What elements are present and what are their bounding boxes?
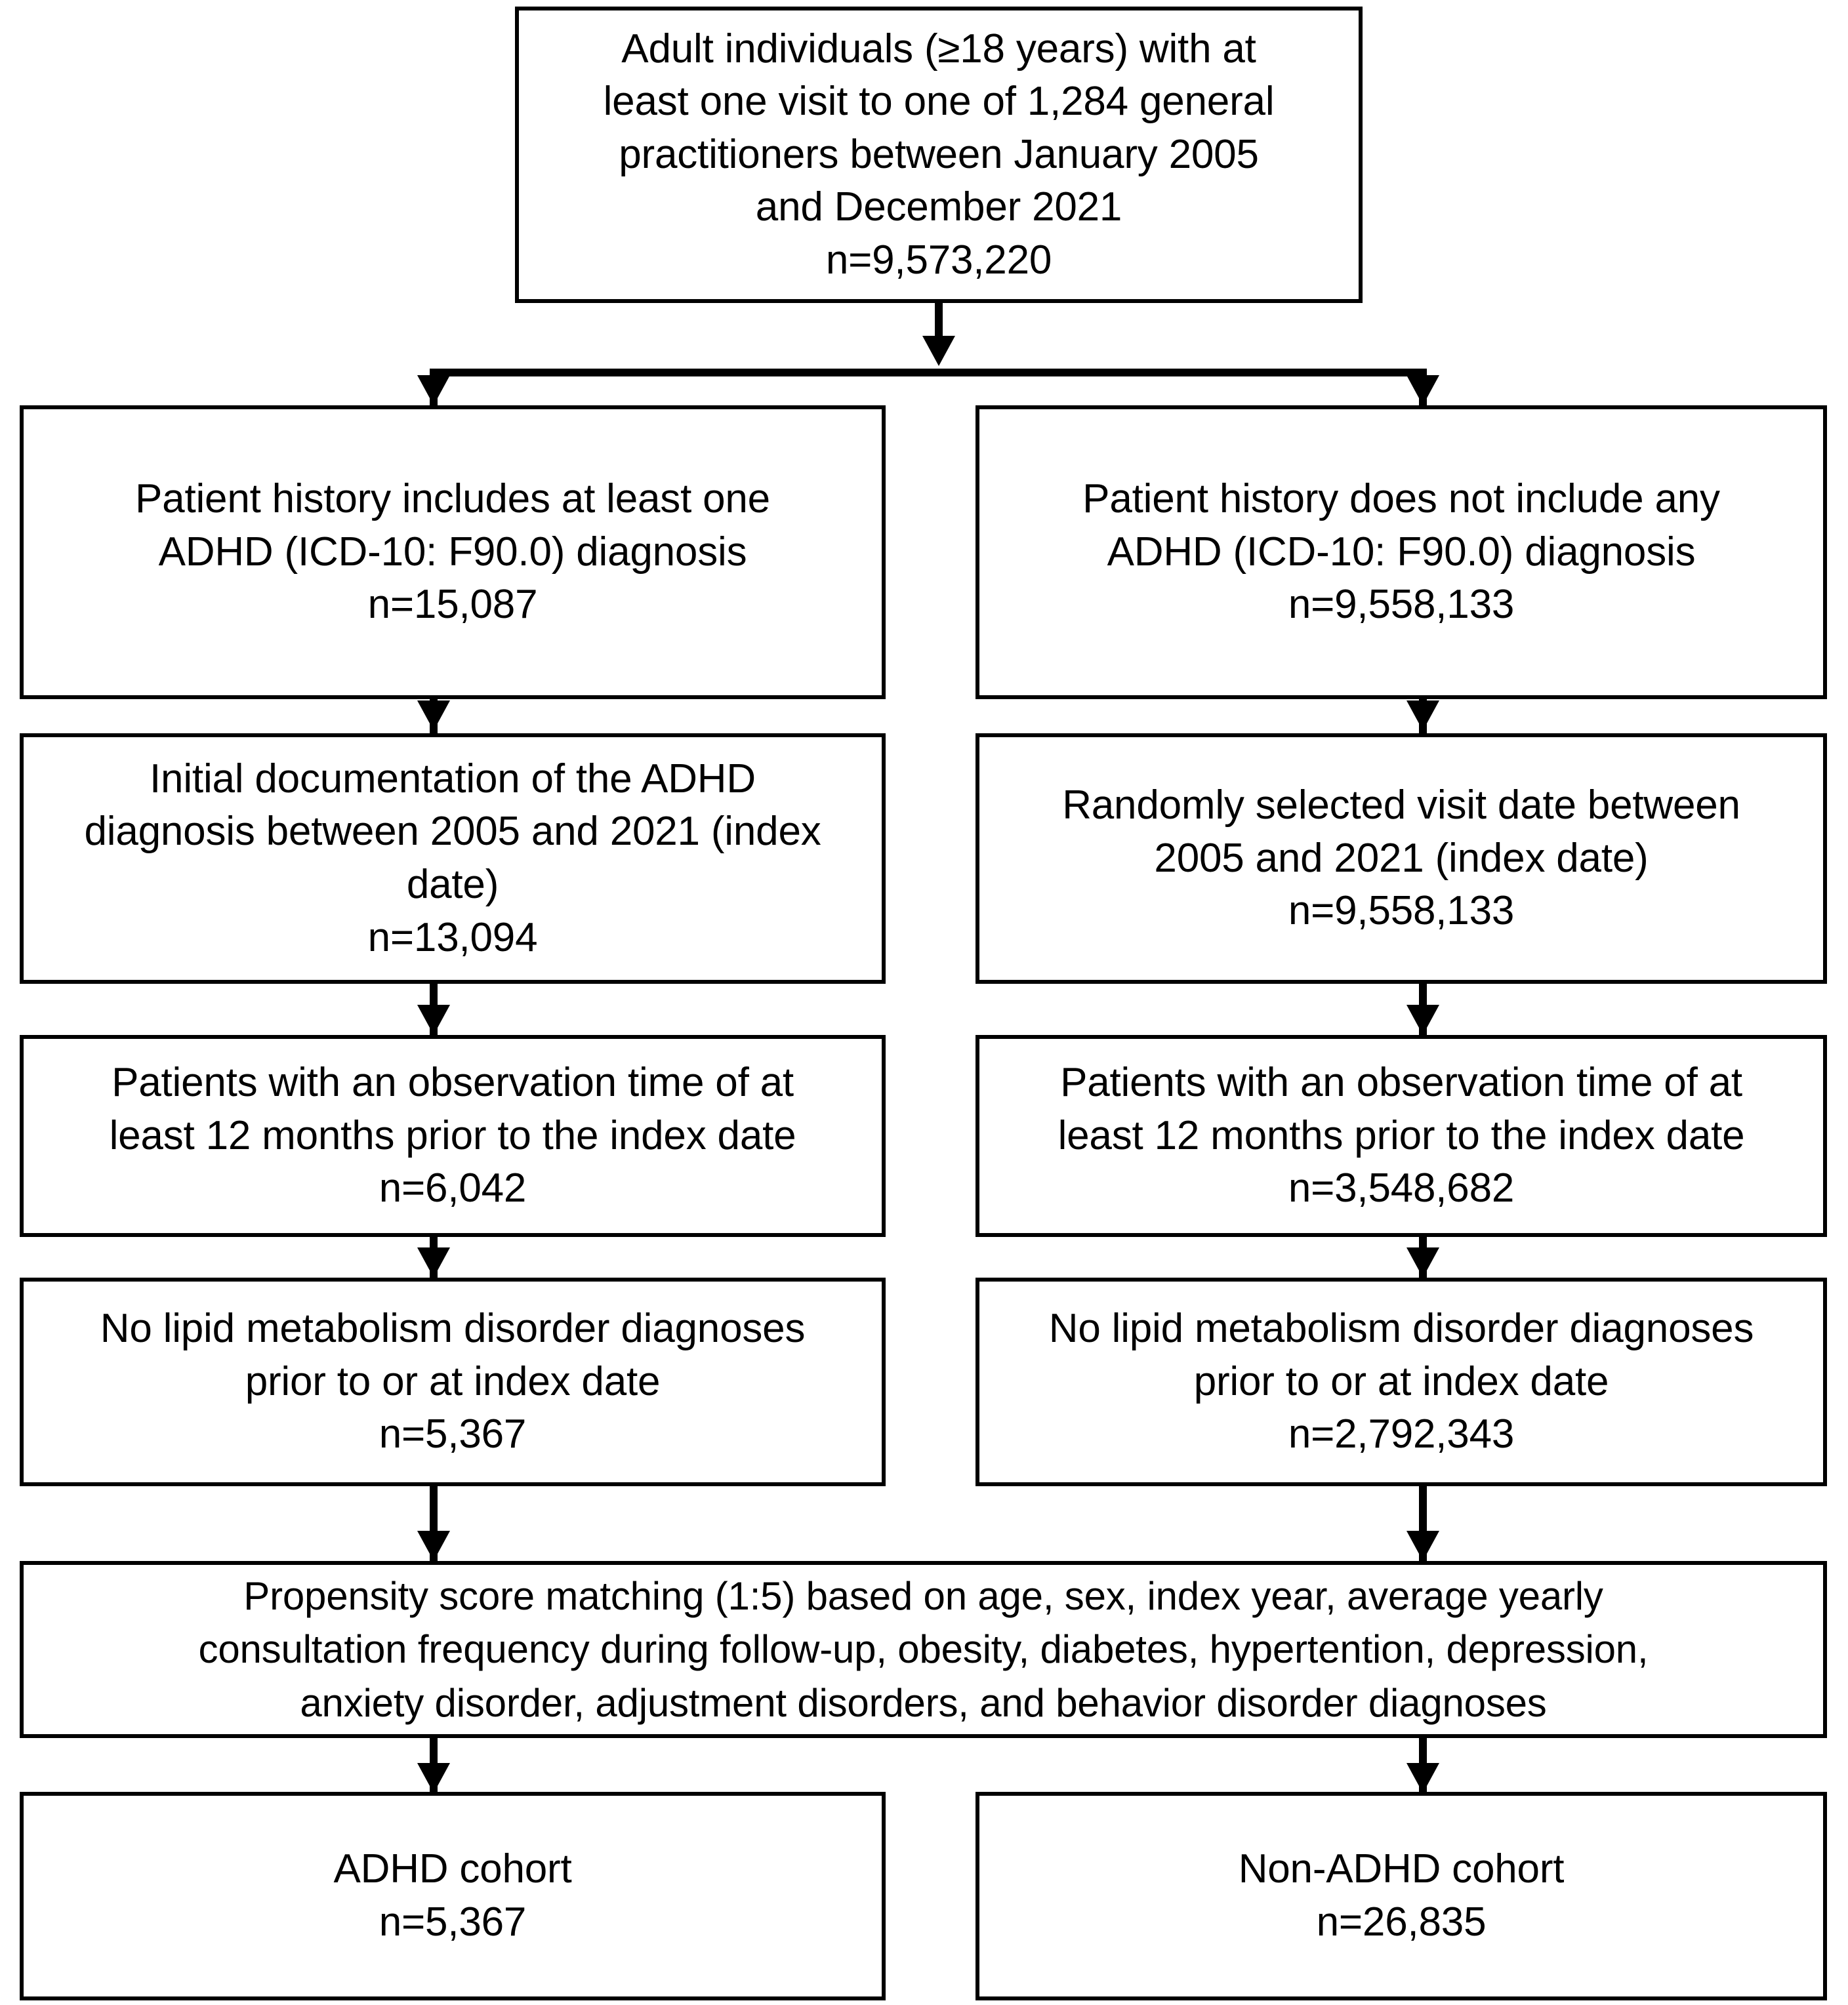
node-propensity-score-matching: Propensity score matching (1:5) based on… xyxy=(20,1561,1827,1738)
arrowhead-left-step3-icon xyxy=(417,1005,450,1035)
node-right-step4: No lipid metabolism disorder diagnoses p… xyxy=(975,1278,1827,1486)
node-right-step3-text: Patients with an observation time of at … xyxy=(1057,1060,1745,1211)
node-left-step1: Patient history includes at least one AD… xyxy=(20,405,886,699)
arrowhead-right-step4-icon xyxy=(1407,1247,1439,1278)
node-left-step2: Initial documentation of the ADHD diagno… xyxy=(20,733,886,984)
node-right-step1: Patient history does not include any ADH… xyxy=(975,405,1827,699)
node-left-step1-text: Patient history includes at least one AD… xyxy=(135,476,770,628)
node-left-step3-text: Patients with an observation time of at … xyxy=(109,1060,796,1211)
node-right-step2: Randomly selected visit date between 200… xyxy=(975,733,1827,984)
node-adhd-cohort-text: ADHD cohort n=5,367 xyxy=(333,1846,572,1945)
node-source-population: Adult individuals (≥18 years) with at le… xyxy=(515,7,1363,303)
arrowhead-right-matching-icon xyxy=(1407,1531,1439,1561)
node-left-step4-text: No lipid metabolism disorder diagnoses p… xyxy=(100,1306,806,1457)
node-left-step3: Patients with an observation time of at … xyxy=(20,1035,886,1237)
node-right-step3: Patients with an observation time of at … xyxy=(975,1035,1827,1237)
node-right-step1-text: Patient history does not include any ADH… xyxy=(1082,476,1720,628)
node-source-population-text: Adult individuals (≥18 years) with at le… xyxy=(603,26,1275,283)
node-non-adhd-cohort-text: Non-ADHD cohort n=26,835 xyxy=(1238,1846,1565,1945)
arrowhead-left-matching-icon xyxy=(417,1531,450,1561)
node-left-step2-text: Initial documentation of the ADHD diagno… xyxy=(84,756,821,960)
arrowhead-left-step2-icon xyxy=(417,700,450,731)
node-non-adhd-cohort: Non-ADHD cohort n=26,835 xyxy=(975,1792,1827,2000)
node-right-step2-text: Randomly selected visit date between 200… xyxy=(1062,782,1740,934)
connector-source-down xyxy=(935,303,943,344)
connector-split-bar xyxy=(430,369,1427,376)
arrowhead-split-left-icon xyxy=(417,375,450,405)
arrowhead-left-step4-icon xyxy=(417,1247,450,1278)
node-right-step4-text: No lipid metabolism disorder diagnoses p… xyxy=(1048,1306,1754,1457)
arrowhead-left-cohort-icon xyxy=(417,1763,450,1793)
arrowhead-split-right-icon xyxy=(1407,375,1439,405)
arrowhead-right-step3-icon xyxy=(1407,1005,1439,1035)
node-propensity-score-matching-text: Propensity score matching (1:5) based on… xyxy=(198,1573,1649,1725)
node-left-step4: No lipid metabolism disorder diagnoses p… xyxy=(20,1278,886,1486)
arrowhead-right-step2-icon xyxy=(1407,700,1439,731)
arrowhead-right-cohort-icon xyxy=(1407,1763,1439,1793)
node-adhd-cohort: ADHD cohort n=5,367 xyxy=(20,1792,886,2000)
arrowhead-source-down-icon xyxy=(922,336,955,366)
